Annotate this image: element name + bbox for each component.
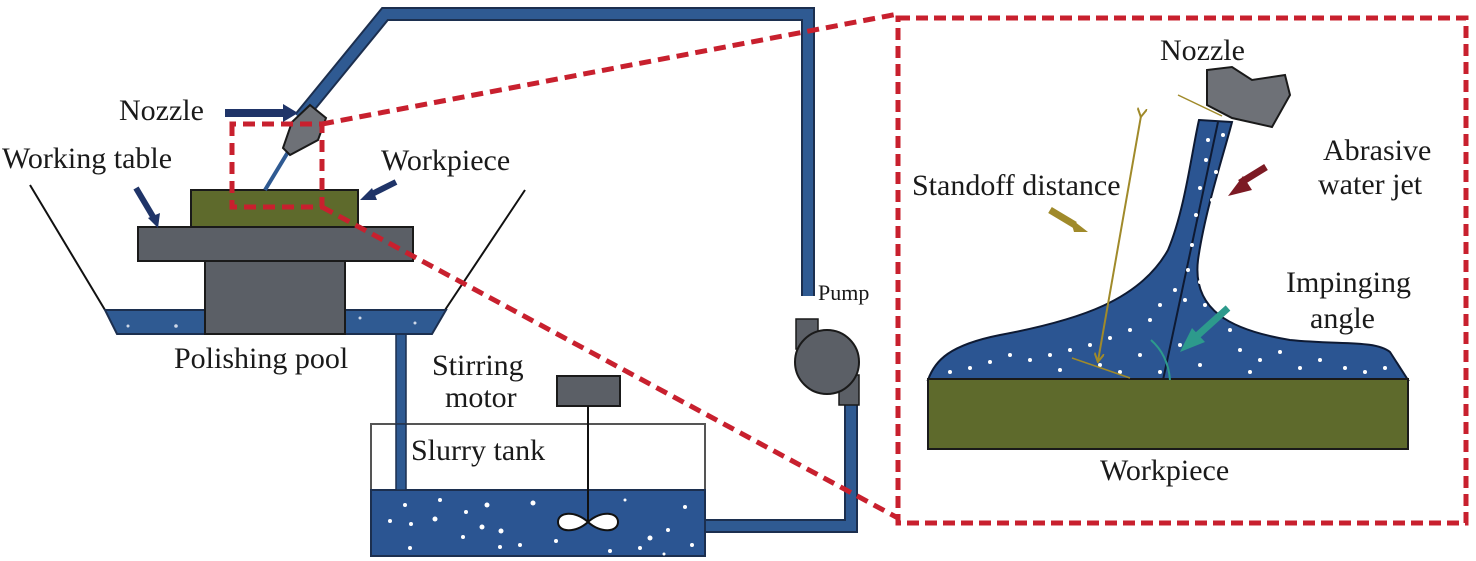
pump xyxy=(794,318,860,406)
arrow-standoff-label xyxy=(1048,206,1088,232)
label-abrasive-2: water jet xyxy=(1318,168,1423,201)
stirrer-impeller xyxy=(556,512,620,532)
stirring-motor xyxy=(556,375,621,407)
label-polishing-pool: Polishing pool xyxy=(174,342,348,375)
workpiece-right xyxy=(927,378,1409,450)
working-table xyxy=(137,226,414,262)
label-pump: Pump xyxy=(818,280,869,305)
arrow-abrasive-jet xyxy=(1228,164,1268,196)
jet-centerline xyxy=(1162,121,1219,381)
arrow-workpiece-left xyxy=(360,179,398,200)
standoff-distance-arrow xyxy=(1098,116,1141,361)
slurry-tank xyxy=(370,423,706,557)
table-pedestal xyxy=(204,259,346,335)
label-slurry-tank: Slurry tank xyxy=(411,434,545,467)
arrow-nozzle-left xyxy=(225,104,298,122)
label-nozzle-left: Nozzle xyxy=(119,94,204,127)
standoff-ref-top xyxy=(1177,94,1223,117)
impinging-angle-arc xyxy=(1150,339,1171,381)
arrow-impinging-angle xyxy=(1180,305,1231,352)
label-abrasive-1: Abrasive xyxy=(1323,134,1431,167)
nozzle-right xyxy=(1206,65,1292,129)
detail-panel-border xyxy=(895,15,1469,526)
zoom-region-box xyxy=(229,11,900,521)
jet-stream-left xyxy=(263,150,290,192)
label-standoff-distance: Standoff distance xyxy=(912,169,1121,202)
standoff-ref-bottom xyxy=(1071,357,1131,379)
label-workpiece-left: Workpiece xyxy=(381,144,510,177)
label-impinging-2: angle xyxy=(1310,302,1375,335)
arrow-working-table xyxy=(133,186,160,228)
label-nozzle-right: Nozzle xyxy=(1160,34,1245,67)
label-workpiece-right: Workpiece xyxy=(1100,454,1229,487)
label-stirring-motor-1: Stirring xyxy=(432,349,524,382)
label-working-table: Working table xyxy=(2,142,172,175)
tank-particles xyxy=(388,498,694,556)
label-impinging-1: Impinging xyxy=(1286,266,1411,299)
workpiece-left xyxy=(190,189,359,228)
label-stirring-motor-2: motor xyxy=(445,381,517,414)
